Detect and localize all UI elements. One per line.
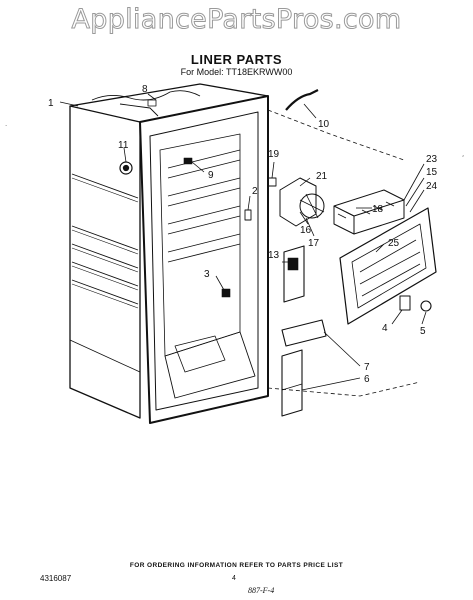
callout-6: 6	[364, 374, 370, 385]
page-number: 4	[232, 575, 236, 582]
callout-23: 23	[426, 154, 438, 165]
ordering-note: FOR ORDERING INFORMATION REFER TO PARTS …	[129, 562, 344, 569]
scan-mark: .	[5, 120, 8, 128]
callout-9: 9	[208, 170, 214, 181]
callout-15: 15	[426, 167, 438, 178]
callout-17: 17	[308, 238, 320, 249]
callout-11: 11	[118, 140, 129, 151]
liner-front-frame	[139, 95, 269, 424]
callout-1: 1	[48, 98, 54, 109]
callout-24: 24	[426, 181, 438, 192]
callout-25: 25	[388, 238, 400, 249]
model-number: For Model: TT18EKRWW00	[180, 67, 293, 77]
callout-13: 13	[268, 250, 280, 261]
callout-5: 5	[420, 326, 426, 337]
scan-mark: ,	[462, 150, 465, 158]
callout-4: 4	[382, 323, 388, 334]
handwritten-note: 887-F-4	[248, 586, 275, 595]
callout-3: 3	[204, 269, 210, 280]
callout-7: 7	[364, 362, 370, 373]
page-title: LINER PARTS	[190, 52, 283, 67]
callout-10: 10	[318, 119, 330, 130]
callout-19: 19	[268, 149, 280, 160]
callout-2: 2	[252, 186, 258, 197]
watermark: AppliancePartsPros.com	[71, 4, 402, 36]
callout-18: 18	[372, 204, 384, 215]
callout-8: 8	[142, 84, 148, 95]
callout-16: 16	[300, 225, 312, 236]
liner-inner-frame	[149, 111, 259, 411]
part-code: 4316087	[40, 574, 72, 583]
callout-21: 21	[316, 171, 328, 182]
liner-left-side	[69, 106, 141, 419]
